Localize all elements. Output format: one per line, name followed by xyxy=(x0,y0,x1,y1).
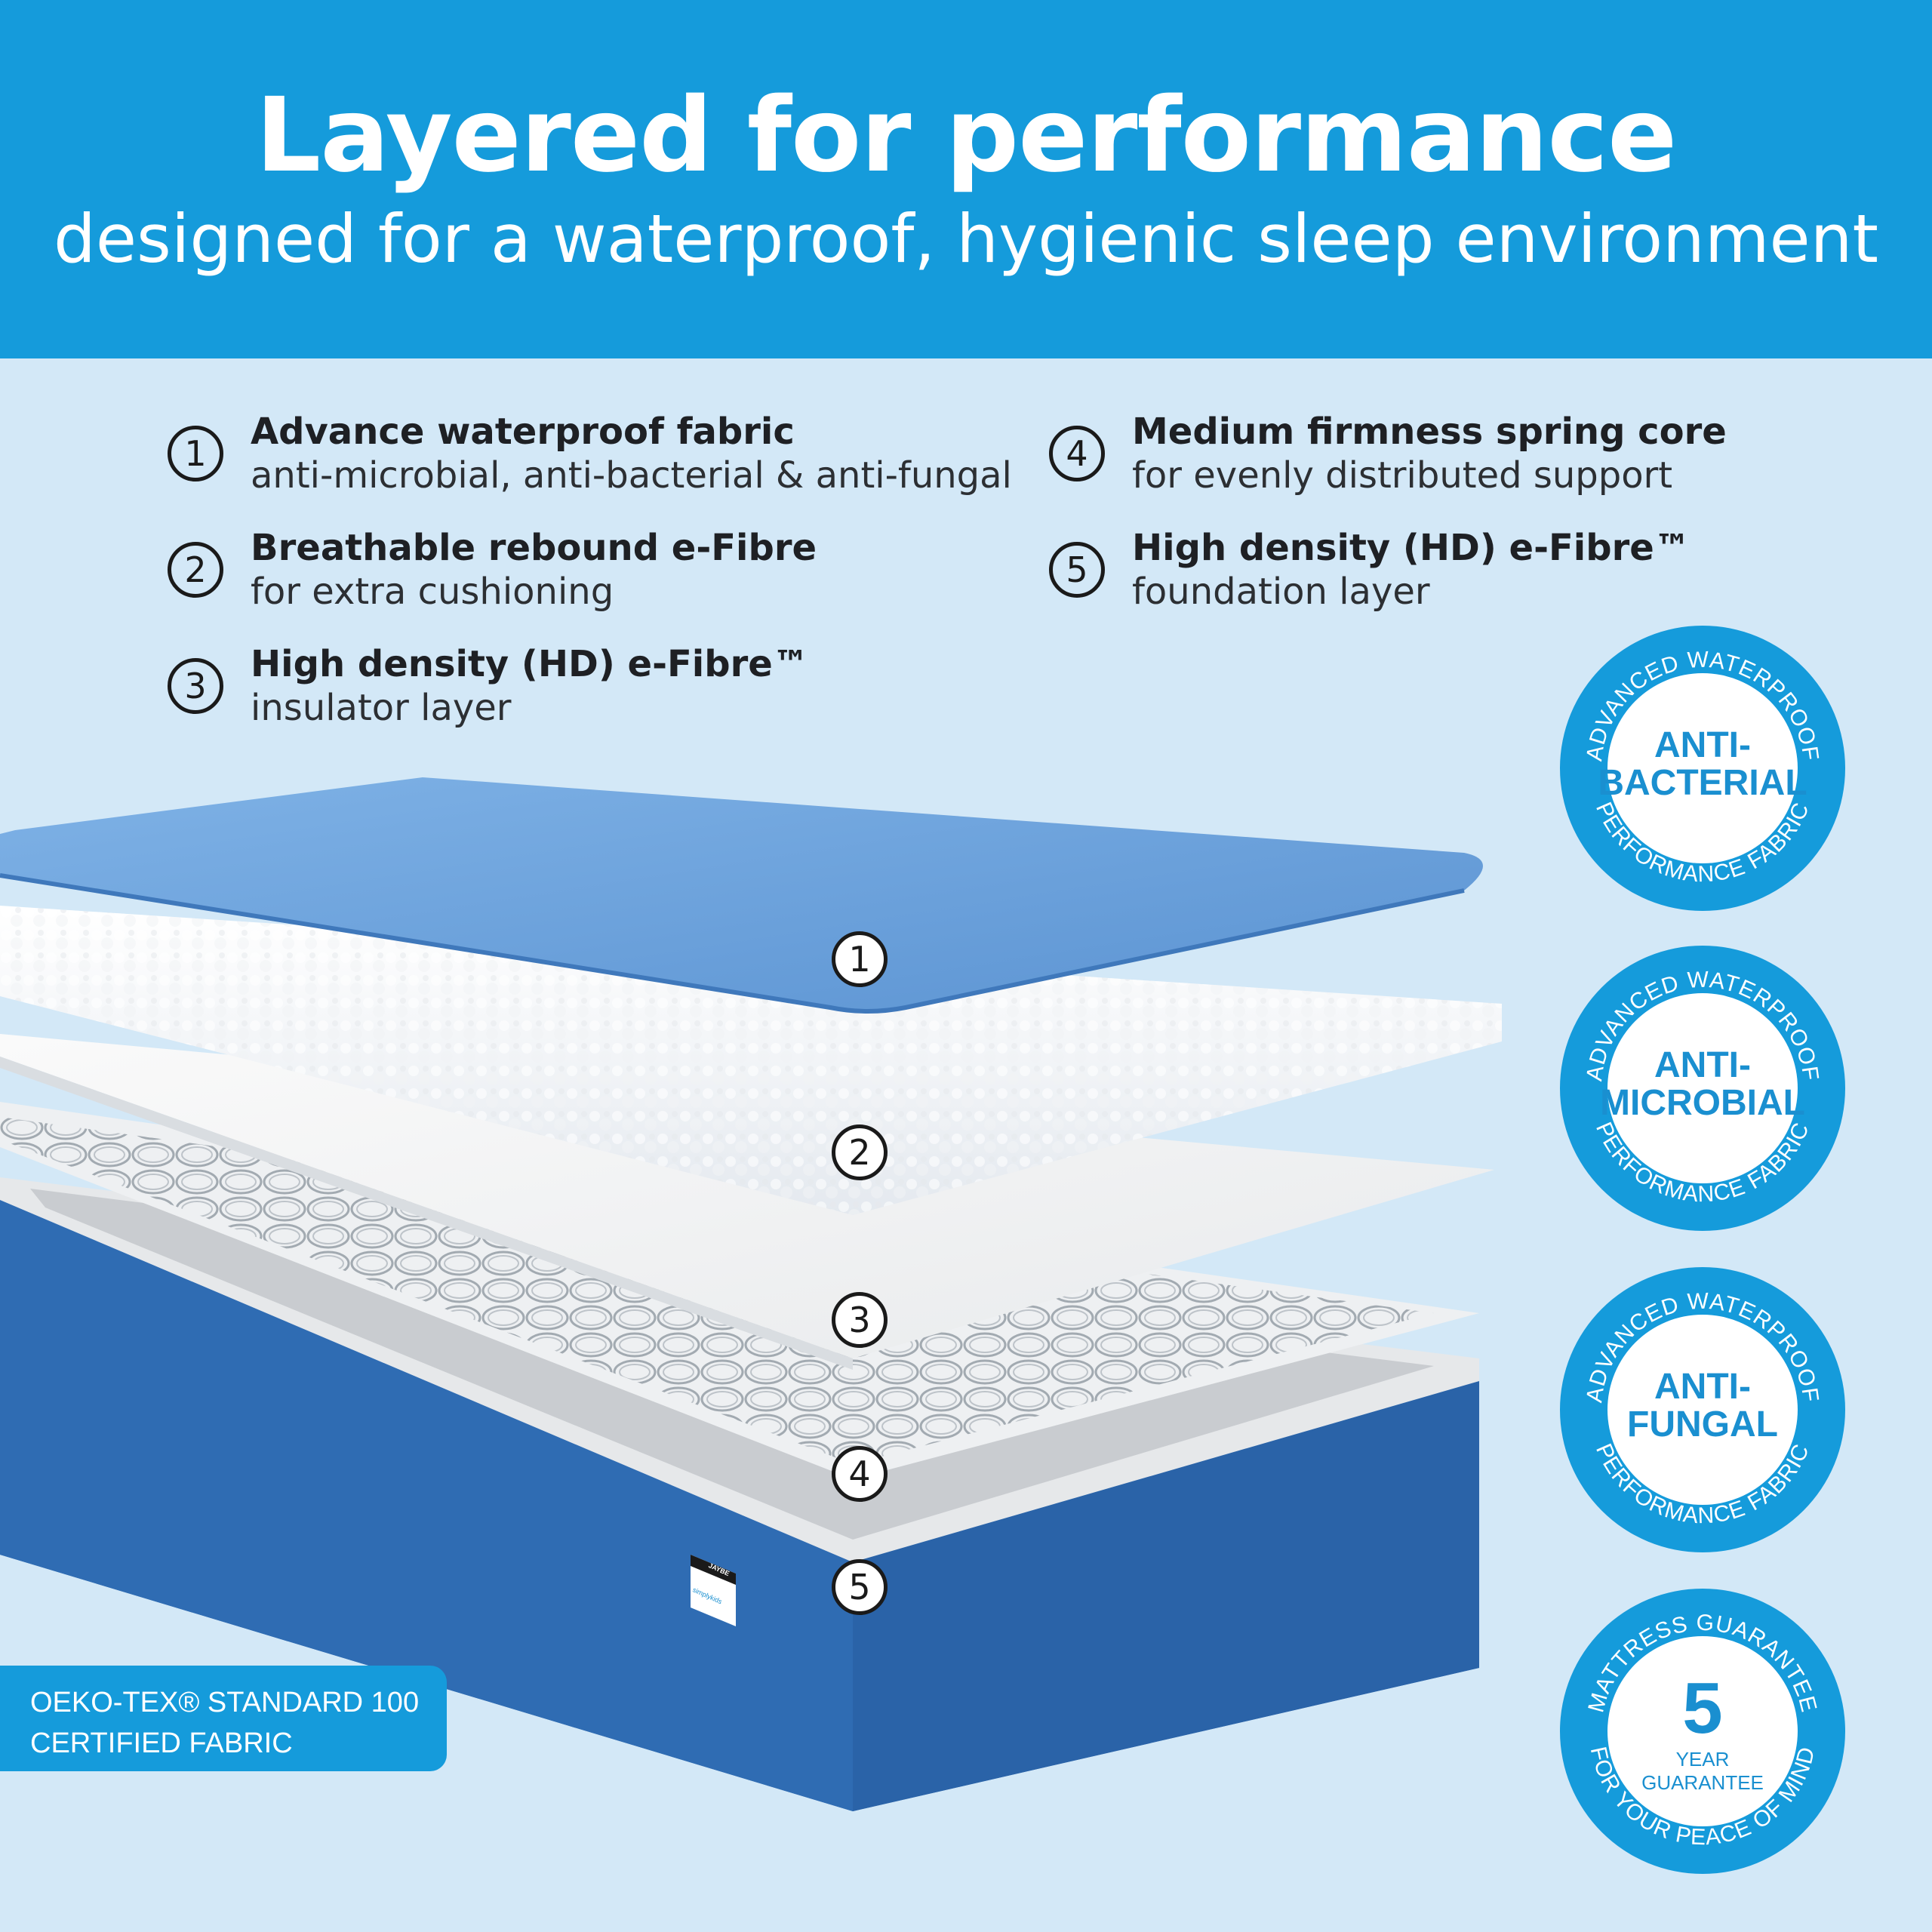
layer-marker-3: 3 xyxy=(832,1292,888,1348)
number-1-icon: 1 xyxy=(168,426,223,481)
feature-subtitle: anti-microbial, anti-bacterial & anti-fu… xyxy=(251,454,1012,497)
feature-subtitle: foundation layer xyxy=(1132,571,1430,613)
badge-center-line1: ANTI- xyxy=(1654,1045,1751,1085)
fibre-layer xyxy=(0,906,1502,1215)
badge-ring-icon: ADVANCED WATERPROOF PERFORMANCE FABRIC xyxy=(1560,946,1845,1231)
feature-title: High density (HD) e-Fibre™ xyxy=(251,643,809,685)
badge-center-line2: BACTERIAL xyxy=(1598,763,1807,803)
badge-center-line1: ANTI- xyxy=(1654,1367,1751,1407)
badge-ring-icon: ADVANCED WATERPROOF PERFORMANCE FABRIC xyxy=(1560,626,1845,911)
badge-ring-icon: MATTRESS GUARANTEE FOR YOUR PEACE OF MIN… xyxy=(1560,1589,1845,1874)
number-5-icon: 5 xyxy=(1049,542,1105,598)
page-title: Layered for performance xyxy=(255,76,1678,195)
badge-center-line2: MICROBIAL xyxy=(1600,1083,1805,1123)
certification-line1: OEKO-TEX® STANDARD 100 xyxy=(30,1687,420,1718)
insulator-layer xyxy=(0,1034,1494,1370)
number-3-icon: 3 xyxy=(168,658,223,714)
guarantee-badge: MATTRESS GUARANTEE FOR YOUR PEACE OF MIN… xyxy=(1559,1588,1846,1875)
number-2-icon: 2 xyxy=(168,542,223,598)
feature-subtitle: for extra cushioning xyxy=(251,571,614,613)
badge-center-line1: ANTI- xyxy=(1654,725,1751,765)
badge-ring-icon: ADVANCED WATERPROOF PERFORMANCE FABRIC xyxy=(1560,1267,1845,1552)
feature-subtitle: insulator layer xyxy=(251,687,512,729)
guarantee-line1: YEAR xyxy=(1675,1748,1730,1770)
feature-title: High density (HD) e-Fibre™ xyxy=(1132,527,1690,569)
layer-marker-4: 4 xyxy=(832,1446,888,1502)
feature-title: Breathable rebound e-Fibre xyxy=(251,527,817,569)
feature-title: Medium firmness spring core xyxy=(1132,411,1727,453)
header-banner: Layered for performance designed for a w… xyxy=(0,0,1932,358)
layer-marker-5: 5 xyxy=(832,1559,888,1615)
feature-subtitle: for evenly distributed support xyxy=(1132,454,1673,497)
badge-center-line2: FUNGAL xyxy=(1627,1404,1778,1444)
brand-label-tag xyxy=(691,1555,736,1626)
guarantee-line2: GUARANTEE xyxy=(1641,1771,1764,1794)
page-subtitle: designed for a waterproof, hygienic slee… xyxy=(54,200,1878,278)
anti-bacterial-badge: ADVANCED WATERPROOF PERFORMANCE FABRIC A… xyxy=(1559,625,1846,912)
feature-title: Advance waterproof fabric xyxy=(251,411,795,453)
layer-marker-1: 1 xyxy=(832,931,888,987)
certification-badge: OEKO-TEX® STANDARD 100 CERTIFIED FABRIC xyxy=(0,1666,447,1771)
certification-line2: CERTIFIED FABRIC xyxy=(30,1727,293,1759)
guarantee-years: 5 xyxy=(1682,1668,1723,1749)
anti-fungal-badge: ADVANCED WATERPROOF PERFORMANCE FABRIC A… xyxy=(1559,1266,1846,1553)
number-4-icon: 4 xyxy=(1049,426,1105,481)
waterproof-top-layer xyxy=(0,777,1483,1014)
anti-microbial-badge: ADVANCED WATERPROOF PERFORMANCE FABRIC A… xyxy=(1559,945,1846,1232)
layer-marker-2: 2 xyxy=(832,1124,888,1180)
